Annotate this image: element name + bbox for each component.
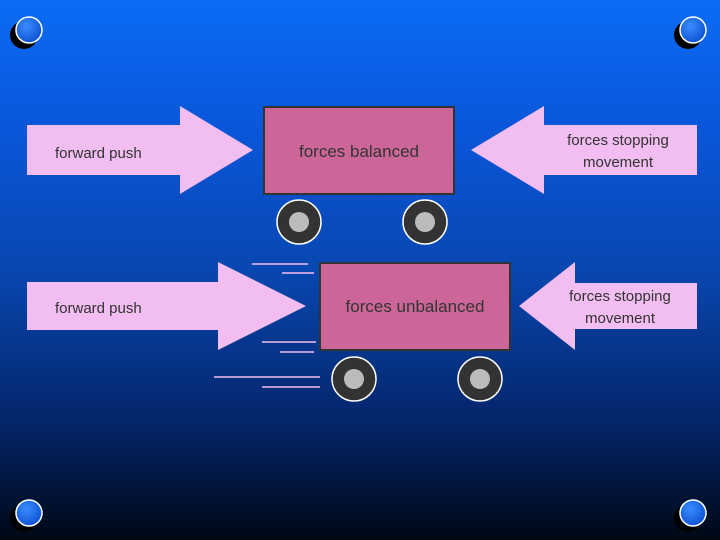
- bottom-forward-push-arrow: forward push: [27, 262, 306, 350]
- bottom-forward-push-label: forward push: [55, 300, 142, 317]
- bottom-forces-stopping-label-line1: forces stopping: [569, 288, 671, 305]
- wheel-icon: [276, 199, 322, 245]
- corner-circle-icon: [10, 499, 43, 532]
- top-forces-stopping-label-line2: movement: [583, 154, 654, 171]
- bottom-forces-stopping-label-line2: movement: [585, 310, 656, 327]
- bottom-cart-label: forces unbalanced: [346, 297, 485, 316]
- bottom-forces-stopping-arrow: forces stopping movement: [519, 262, 697, 350]
- wheel-icon: [457, 356, 503, 402]
- top-cart: forces balanced: [263, 106, 455, 245]
- top-forces-stopping-label-line1: forces stopping: [567, 132, 669, 149]
- corner-circle-icon: [674, 499, 707, 532]
- top-forward-push-arrow: forward push: [27, 106, 253, 194]
- corner-circle-icon: [674, 16, 707, 49]
- top-forward-push-label: forward push: [55, 145, 142, 162]
- bottom-cart-box: [319, 262, 511, 351]
- motion-lines-icon: [214, 263, 320, 388]
- top-cart-label: forces balanced: [299, 142, 419, 161]
- wheel-icon: [402, 199, 448, 245]
- wheel-icon: [331, 356, 377, 402]
- corner-circle-icon: [10, 16, 43, 49]
- top-cart-box: [263, 106, 455, 195]
- bottom-cart: forces unbalanced: [319, 262, 511, 402]
- top-forces-stopping-arrow: forces stopping movement: [471, 106, 697, 194]
